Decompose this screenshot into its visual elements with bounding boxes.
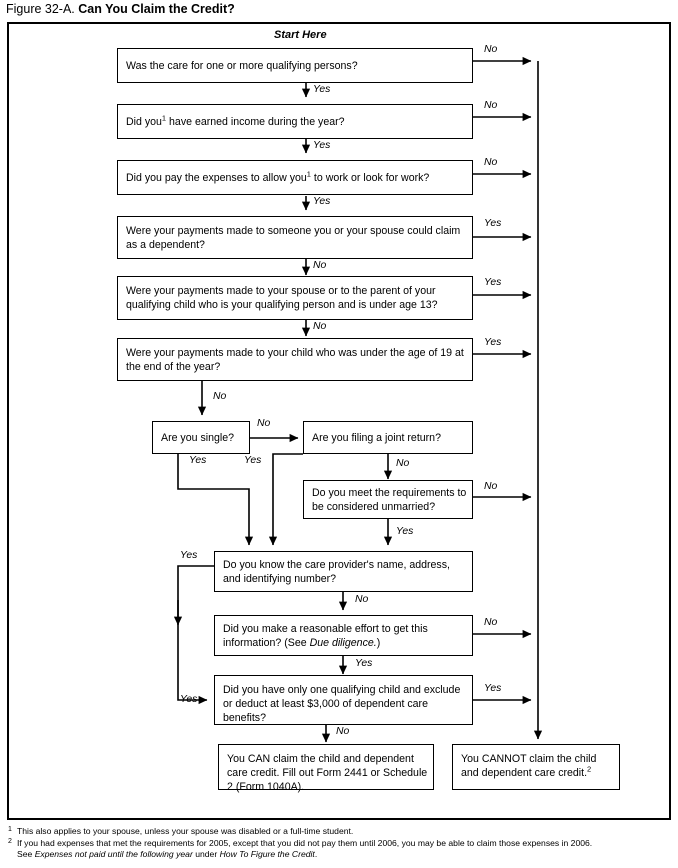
figure-number: Figure 32-A. [6, 2, 75, 16]
edge-label-q12-yes-left: Yes [180, 694, 198, 705]
edge-label-q4-no: No [313, 260, 327, 271]
edge-label-q9-no: No [484, 481, 498, 492]
q8-text: Are you filing a joint return? [312, 431, 441, 444]
edge-label-q3-no: No [484, 157, 498, 168]
edge-label-q10-no: No [355, 594, 369, 605]
q4-text: Were your payments made to someone you o… [126, 225, 461, 252]
edge-label-q9-yes: Yes [396, 526, 414, 537]
question-box-q11: Did you make a reasonable effort to get … [214, 615, 473, 656]
question-box-q8: Are you filing a joint return? [303, 421, 473, 454]
page-title: Figure 32-A. Can You Claim the Credit? [6, 2, 235, 16]
edge-label-q11-yes: Yes [355, 658, 373, 669]
figure-heading: Can You Claim the Credit? [78, 2, 235, 16]
q3-text: Did you pay the expenses to allow you1 t… [126, 168, 430, 184]
edge-label-q3-yes: Yes [313, 196, 331, 207]
edge-label-q5-no: No [313, 321, 327, 332]
edge-label-q5-yes: Yes [484, 277, 502, 288]
edge-label-q8-no: No [396, 458, 410, 469]
question-box-q10: Do you know the care provider's name, ad… [214, 551, 473, 592]
edge-label-q2-yes: Yes [313, 140, 331, 151]
question-box-q5: Were your payments made to your spouse o… [117, 276, 473, 320]
footnotes: 1 This also applies to your spouse, unles… [8, 826, 672, 861]
edge-label-q7-no: No [257, 418, 271, 429]
q5-text: Were your payments made to your spouse o… [126, 285, 438, 312]
footnote-1: 1 This also applies to your spouse, unles… [8, 826, 672, 838]
edge-label-q4-yes: Yes [484, 218, 502, 229]
question-box-q6: Were your payments made to your child wh… [117, 338, 473, 381]
result-box-cannot-claim: You CANNOT claim the child and dependent… [452, 744, 620, 790]
footnote-2-continued: See Expenses not paid until the followin… [17, 849, 318, 860]
footnote-2-text: If you had expenses that met the require… [17, 837, 593, 848]
result-box-can-claim: You CAN claim the child and dependent ca… [218, 744, 434, 793]
footnote-2: 2 If you had expenses that met the requir… [8, 838, 672, 850]
edge-label-q12-no: No [336, 726, 350, 737]
question-box-q7: Are you single? [152, 421, 250, 454]
q10-text: Do you know the care provider's name, ad… [223, 558, 450, 585]
edge-label-q1-no: No [484, 44, 498, 55]
footnote-2-marker: 2 [8, 837, 12, 845]
edge-label-q10-yes: Yes [180, 550, 198, 561]
edge-label-q8-yes: Yes [244, 455, 262, 466]
result-cannot-text: You CANNOT claim the child and dependent… [461, 753, 597, 780]
q6-text: Were your payments made to your child wh… [126, 347, 464, 374]
question-box-q1: Was the care for one or more qualifying … [117, 48, 473, 83]
edge-label-q6-no: No [213, 391, 227, 402]
q12-text: Did you have only one qualifying child a… [223, 684, 461, 725]
q1-text: Was the care for one or more qualifying … [126, 59, 358, 72]
start-here-label: Start Here [274, 29, 327, 41]
footnote-1-marker: 1 [8, 826, 12, 833]
edge-label-q1-yes: Yes [313, 84, 331, 95]
q11-text: Did you make a reasonable effort to get … [223, 622, 428, 649]
question-box-q2: Did you1 have earned income during the y… [117, 104, 473, 139]
edge-label-q2-no: No [484, 100, 498, 111]
q9-text: Do you meet the requirements to be consi… [312, 486, 467, 513]
question-box-q4: Were your payments made to someone you o… [117, 216, 473, 259]
edge-label-q7-yes: Yes [189, 455, 207, 466]
footnote-1-text: This also applies to your spouse, unless… [17, 826, 354, 836]
question-box-q3: Did you pay the expenses to allow you1 t… [117, 160, 473, 195]
question-box-q9: Do you meet the requirements to be consi… [303, 480, 473, 519]
edge-label-q12-yes: Yes [484, 683, 502, 694]
q7-text: Are you single? [161, 431, 235, 444]
edge-label-q6-yes: Yes [484, 337, 502, 348]
edge-label-q11-no: No [484, 617, 498, 628]
question-box-q12: Did you have only one qualifying child a… [214, 675, 473, 725]
q2-text: Did you1 have earned income during the y… [126, 112, 345, 128]
result-can-text: You CAN claim the child and dependent ca… [227, 753, 428, 794]
